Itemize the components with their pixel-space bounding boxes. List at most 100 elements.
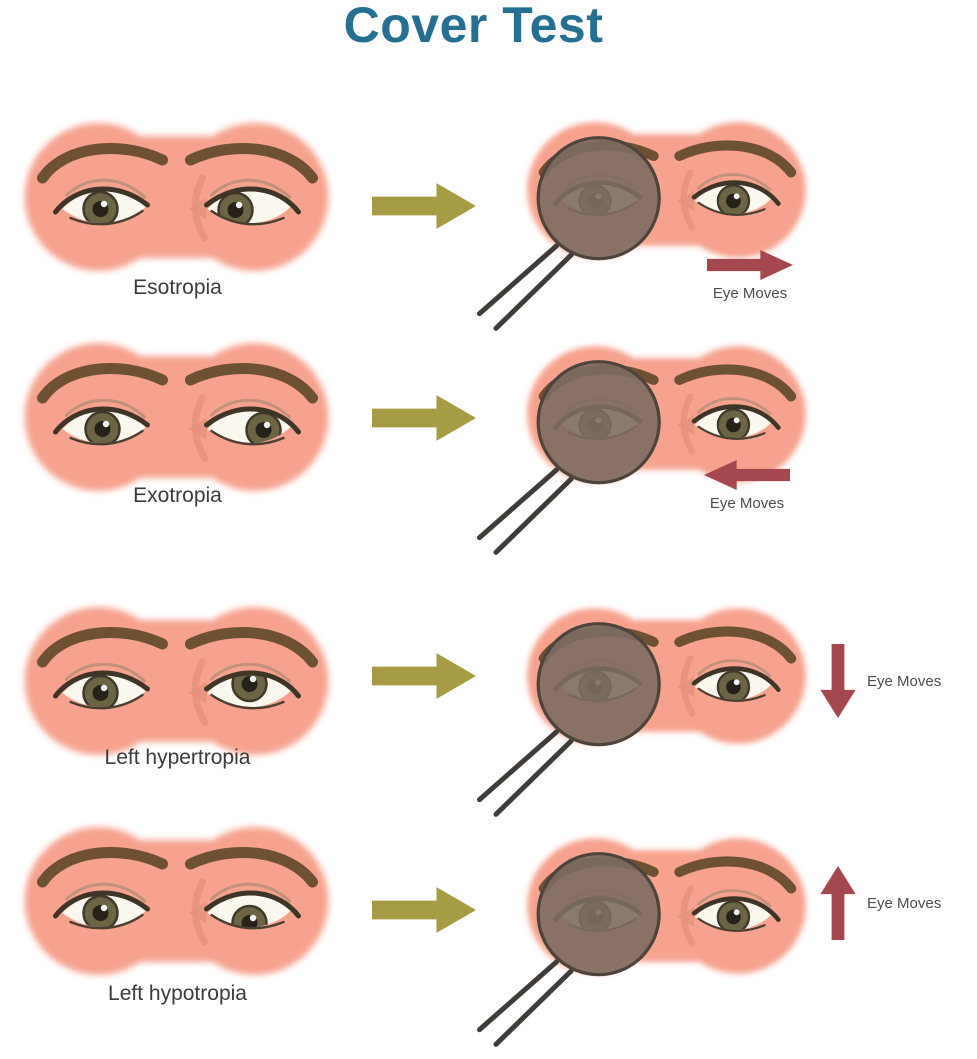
face-illustration bbox=[24, 123, 329, 271]
page-title: Cover Test bbox=[343, 0, 604, 53]
condition-label: Left hypertropia bbox=[104, 746, 251, 769]
left-eye bbox=[53, 662, 150, 710]
eyelid-crease bbox=[210, 882, 291, 903]
transition-arrow-icon bbox=[372, 887, 476, 933]
lower-lash bbox=[697, 425, 766, 440]
eye-moves-indicator: Eye Moves bbox=[818, 866, 941, 940]
left-eyebrow bbox=[37, 627, 168, 668]
iris bbox=[82, 190, 119, 224]
condition-label: Exotropia bbox=[133, 484, 222, 507]
face-before-cover bbox=[15, 596, 340, 768]
nose-shadow bbox=[188, 418, 207, 440]
eyelid-crease bbox=[697, 659, 772, 678]
face-before-cover bbox=[15, 816, 340, 988]
left-eye bbox=[53, 882, 150, 930]
nose-shadow bbox=[188, 682, 207, 704]
upper-lash bbox=[53, 670, 150, 699]
face-after-cover bbox=[472, 112, 817, 343]
lower-lash bbox=[210, 209, 285, 226]
upper-lash bbox=[53, 406, 150, 435]
upper-lash bbox=[204, 670, 301, 699]
upper-lash bbox=[204, 406, 301, 435]
eye-moves-arrow-icon bbox=[707, 250, 793, 280]
eye-moves-arrow-icon bbox=[820, 866, 856, 940]
face-after-cover bbox=[472, 336, 817, 567]
eyelid-crease bbox=[210, 662, 291, 683]
transition-arrow-icon bbox=[372, 653, 476, 699]
lower-lash bbox=[69, 693, 144, 710]
upper-lash bbox=[53, 890, 150, 919]
face-illustration bbox=[476, 608, 806, 817]
eyelid-crease bbox=[697, 397, 772, 416]
right-eyebrow bbox=[674, 626, 797, 664]
upper-lash bbox=[53, 186, 150, 215]
condition-label: Esotropia bbox=[133, 276, 222, 299]
face-illustration bbox=[476, 122, 806, 331]
face-illustration bbox=[24, 827, 329, 975]
upper-lash bbox=[691, 896, 781, 922]
occluder-paddle-icon bbox=[476, 136, 661, 331]
eyelid-crease bbox=[65, 178, 146, 199]
eye-moves-arrow-icon bbox=[820, 644, 856, 718]
upper-lash bbox=[204, 186, 301, 215]
transition-arrow-icon bbox=[372, 183, 476, 229]
right-eyebrow bbox=[674, 140, 797, 178]
eye-moves-label: Eye Moves bbox=[867, 894, 942, 912]
eye-moves-indicator: Eye Moves bbox=[818, 644, 941, 718]
eye-moves-label: Eye Moves bbox=[709, 495, 785, 512]
right-eye bbox=[691, 397, 781, 440]
right-eye bbox=[204, 662, 301, 710]
face-illustration bbox=[24, 607, 329, 755]
left-eyebrow bbox=[37, 847, 168, 888]
lower-lash bbox=[69, 429, 144, 446]
occluder-paddle-icon bbox=[476, 852, 661, 1047]
right-eyebrow bbox=[674, 364, 797, 402]
occluder-paddle-icon bbox=[476, 622, 661, 817]
eyelid-crease bbox=[210, 398, 291, 419]
right-eye bbox=[204, 882, 301, 930]
transition-arrow-icon bbox=[372, 650, 476, 702]
face-illustration bbox=[24, 343, 329, 491]
iris bbox=[716, 184, 751, 215]
occluder-paddle-icon bbox=[476, 360, 661, 555]
eyelid-crease bbox=[65, 882, 146, 903]
lower-lash bbox=[697, 687, 766, 702]
iris bbox=[716, 670, 751, 701]
nose-shadow bbox=[677, 190, 694, 211]
iris bbox=[84, 410, 121, 444]
eye-moves-label: Eye Moves bbox=[867, 672, 942, 690]
upper-lash bbox=[204, 890, 301, 919]
eye-moves-label: Eye Moves bbox=[712, 285, 788, 302]
face-illustration bbox=[476, 838, 806, 1047]
iris bbox=[82, 674, 119, 708]
right-eyebrow bbox=[185, 363, 318, 404]
eyelid-crease bbox=[697, 173, 772, 192]
left-eye bbox=[53, 178, 150, 226]
lower-lash bbox=[210, 913, 285, 930]
lower-lash bbox=[697, 201, 766, 216]
eyelid-crease bbox=[65, 662, 146, 683]
upper-lash bbox=[691, 666, 781, 692]
eye-moves-indicator: Eye Moves bbox=[695, 248, 805, 302]
transition-arrow-icon bbox=[372, 395, 476, 441]
iris bbox=[716, 900, 751, 931]
face-before-cover bbox=[15, 112, 340, 284]
eye-moves-arrow-icon bbox=[704, 460, 790, 490]
right-eye bbox=[204, 178, 301, 226]
nose-shadow bbox=[677, 676, 694, 697]
iris bbox=[245, 411, 282, 444]
upper-lash bbox=[691, 180, 781, 206]
nose-shadow bbox=[677, 906, 694, 927]
eye-moves-indicator: Eye Moves bbox=[692, 458, 802, 512]
face-before-cover bbox=[15, 332, 340, 504]
lower-lash bbox=[210, 693, 285, 710]
lower-lash bbox=[69, 913, 144, 930]
eyelid-crease bbox=[697, 889, 772, 908]
face-illustration bbox=[476, 346, 806, 555]
face-after-cover bbox=[472, 598, 817, 829]
right-eyebrow bbox=[674, 856, 797, 894]
lower-lash bbox=[210, 429, 285, 446]
iris bbox=[82, 894, 119, 928]
nose-shadow bbox=[188, 198, 207, 220]
face-after-cover bbox=[472, 828, 817, 1059]
